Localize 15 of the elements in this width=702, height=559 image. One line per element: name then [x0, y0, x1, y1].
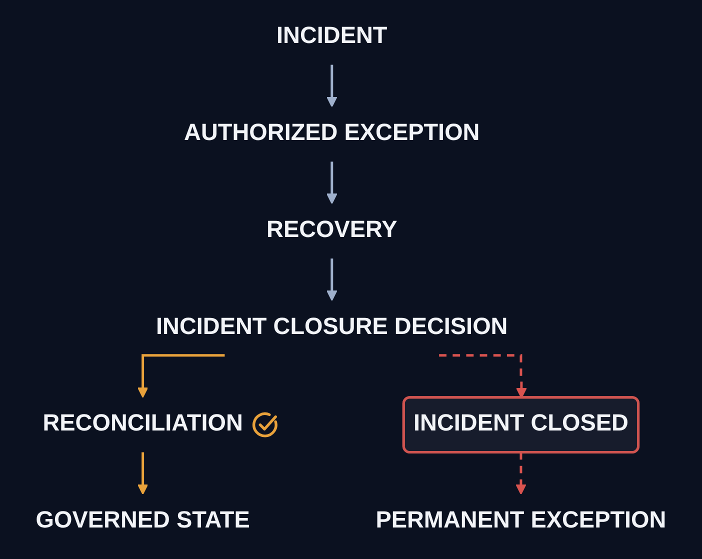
arrow [137, 451, 148, 495]
arrow [326, 64, 338, 108]
step-label: GOVERNED STATE [36, 508, 250, 534]
arrow [326, 160, 338, 204]
step-label: RECONCILIATION [42, 410, 243, 437]
dashed-arrow [439, 354, 527, 398]
step-label: INCIDENT [276, 23, 388, 50]
status-box: INCIDENT CLOSED [402, 396, 640, 454]
step-label: RECOVERY [266, 217, 398, 244]
step-label: PERMANENT EXCEPTION [376, 508, 666, 534]
arrow [326, 257, 338, 301]
step-label: INCIDENT CLOSURE DECISION [156, 314, 508, 340]
dashed-arrow [516, 452, 526, 495]
arrow [137, 354, 225, 398]
step-label: AUTHORIZED EXCEPTION [184, 120, 480, 146]
